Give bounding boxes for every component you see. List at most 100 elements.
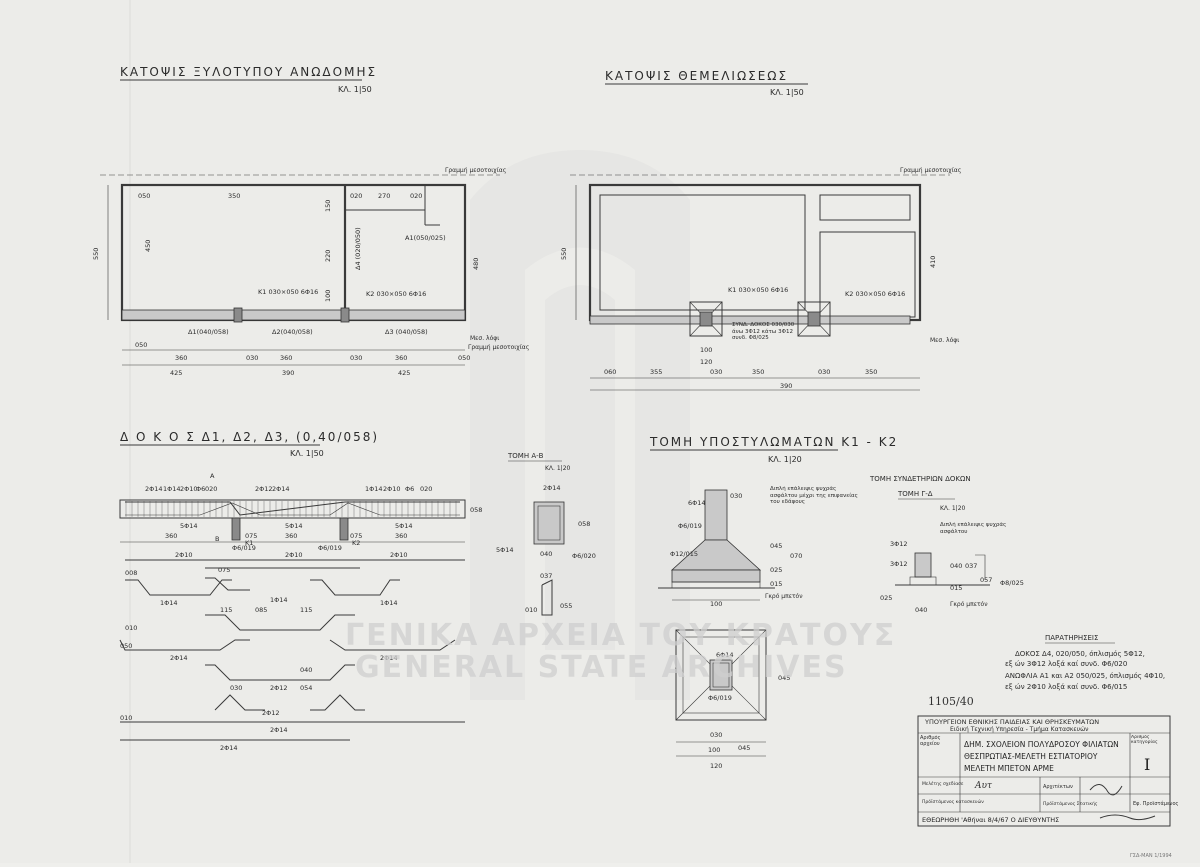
ab-4: Φ6/020 (572, 552, 596, 560)
sched-8: 115 (300, 606, 312, 614)
footing-k2 (797, 301, 831, 337)
sched-dim-2: 010 (125, 624, 137, 632)
roof-plan: ΚΑΤΟΨΙΣ ΞΥΛΟΤΥΠΟΥ ΑΝΩΔΟΜΗΣ ΚΛ. 1|50 Γραμ… (92, 65, 529, 377)
beam-span-0: 360 (165, 532, 177, 540)
found-k1-label: K1 030×050 6Φ16 (728, 286, 788, 294)
sched-12: 2Φ12 (262, 709, 280, 717)
tie-dim-0: 040 (950, 562, 962, 570)
roof-dim-b-6: 050 (458, 354, 470, 362)
col-lean: Γκρό μπετόν (765, 593, 803, 600)
beam-title: Δ Ο Κ Ο Σ Δ1, Δ2, Δ3, (0,40/058) (120, 430, 379, 444)
sched-5: 1Φ14 (380, 599, 398, 607)
tb-project2: ΘΕΣΠΡΩΤΙΑΣ-ΜΕΛΕΤΗ ΕΣΤΙΑΤΟΡΙΟΥ (964, 752, 1098, 761)
beam-a-label: Α (210, 472, 215, 480)
columns-section: ΤΟΜΗ ΥΠΟΣΤΥΛΩΜΑΤΩΝ Κ1 - Κ2 ΚΛ. 1|20 6Φ14… (649, 435, 896, 770)
roof-plan-title: ΚΑΤΟΨΙΣ ΞΥΛΟΤΥΠΟΥ ΑΝΩΔΟΜΗΣ (120, 65, 377, 79)
tie-dim-4: 025 (880, 594, 892, 602)
footing-plan: Φ6/019 6Φ14 030 045 100 120 045 (675, 629, 790, 770)
beam-span-2: 360 (285, 532, 297, 540)
fp-dim-3: 045 (738, 744, 750, 752)
roof-dim-b-3: 360 (280, 354, 292, 362)
section-ab-scale: ΚΛ. 1|20 (545, 465, 571, 472)
beam-elevation: Δ Ο Κ Ο Σ Δ1, Δ2, Δ3, (0,40/058) ΚΛ. 1|5… (119, 430, 482, 752)
tie-dim-3: 015 (950, 584, 962, 592)
beam-stirrup-1: Φ6/019 (318, 544, 342, 552)
col-bar-1: Φ6/019 (678, 522, 702, 530)
beam-outline (119, 499, 466, 519)
signature-scribble (1089, 784, 1123, 796)
found-dim-2: 030 (710, 368, 722, 376)
title-block: ΥΠΟΥΡΓΕΙΟΝ ΕΘΝΙΚΗΣ ΠΑΙΔΕΙΑΣ ΚΑΙ ΘΡΗΣΚΕΥΜ… (917, 715, 1179, 827)
notes: ΠΑΡΑΤΗΡΗΣΕΙΣ ΔΟΚΟΣ Δ4, 020/050, όπλισμός… (928, 634, 1165, 708)
section-ab-body (533, 501, 565, 545)
tb-sign1: Αυτ (974, 781, 993, 791)
tb-sign2: Εφ. Προϊστάμενος (1133, 800, 1179, 807)
tie-lean: Γκρό μπετόν (950, 601, 988, 608)
foundation-party-wall: Γραμμή μεσοτοιχίας (900, 167, 961, 174)
fp-dim-2: 030 (710, 731, 722, 739)
sched-14: 2Φ14 (220, 744, 238, 752)
foundation-plan-title: ΚΑΤΟΨΙΣ ΘΕΜΕΛΙΩΣΕΩΣ (605, 69, 788, 83)
sched-10: 2Φ14 (380, 654, 398, 662)
tie-dim-1: 037 (965, 562, 977, 570)
beam-top-4: 020 (205, 485, 217, 493)
column-stem (704, 489, 728, 541)
beam-d2-label: Δ2(040/058) (272, 328, 313, 336)
beam-stirrup-0: Φ6/019 (232, 544, 256, 552)
col-bar-0: 6Φ14 (688, 499, 706, 507)
col-dim-5: 100 (710, 600, 722, 608)
tie-note-box: Διπλή επάλειψις ψυχράς ασφάλτου (940, 522, 1006, 535)
roof-dim-b-2: 030 (246, 354, 258, 362)
beam-span-3: 075 (350, 532, 362, 540)
sched-6: 115 (220, 606, 232, 614)
beam-d3-label: Δ3 (040/058) (385, 328, 428, 336)
tie-dim-2: 057 (980, 576, 992, 584)
tie-beams-section: ΤΟΜΗ ΣΥΝΔΕΤΗΡΙΩΝ ΔΟΚΩΝ ΤΟΜΗ Γ-Δ ΚΛ. 1|20… (869, 475, 1024, 614)
fp-dim-5: 120 (710, 762, 722, 770)
foundation-410: 410 (929, 256, 937, 268)
roof-inner-0: 450 (144, 240, 152, 252)
col-dim-2: 070 (790, 552, 802, 560)
ab-2: 040 (540, 550, 552, 558)
roof-beam-line (121, 309, 466, 321)
found-right-label: Μεσ. λόφι (930, 337, 959, 344)
ab-1: 5Φ14 (496, 546, 514, 554)
tb-project3: ΜΕΛΕΤΗ ΜΠΕΤΟΝ ΑΡΜΕ (964, 764, 1054, 773)
tie-bar-2: Φ8/025 (1000, 579, 1024, 587)
party-wall-label: Γραμμή μεσοτοιχίας (445, 167, 506, 174)
sched-2: 2Φ10 (390, 551, 408, 559)
col-dim-1: 045 (770, 542, 782, 550)
tb-row-2: Αρχιτέκτων (1043, 783, 1073, 790)
bar-schedule: 2Φ10 2Φ10 2Φ10 1Φ14 1Φ14 1Φ14 115 085 11… (119, 551, 465, 752)
beam-top-5: 2Φ12 (255, 485, 273, 493)
roof-dim-top-3: 270 (378, 192, 390, 200)
columns-scale: ΚΛ. 1|20 (768, 455, 802, 464)
found-total-1: 120 (700, 358, 712, 366)
beam-k1-label: K1 (245, 539, 253, 547)
footing-k1 (689, 301, 723, 337)
archive-logo-watermark (470, 150, 690, 700)
found-total-0: 100 (700, 346, 712, 354)
notes-heading: ΠΑΡΑΤΗΡΗΣΕΙΣ (1045, 634, 1098, 642)
roof-dim-top-1: 350 (228, 192, 240, 200)
tb-row-3: Πρόϊστάμενος Στατικής (1043, 800, 1098, 807)
watermark-english: GENERAL STATE ARCHIVES (355, 650, 848, 685)
beam-b-label: Β (215, 535, 219, 543)
sched-dim-4: 054 (300, 684, 312, 692)
tb-category-box: Αριθμός κατηγορίας (1131, 735, 1158, 745)
sched-dim-3: 040 (300, 666, 312, 674)
roof-dim-top-0: 050 (138, 192, 150, 200)
sched-1: 2Φ10 (285, 551, 303, 559)
roof-dim-top-2: 020 (350, 192, 362, 200)
tb-approval: ΕΘΕΩΡΗΘΗ 'Αθήναι 8/4/67 Ο ΔΙΕΥΘΥΝΤΗΣ (922, 816, 1059, 824)
beam-bottom-0: 5Φ14 (180, 522, 198, 530)
tie-title: ΤΟΜΗ ΣΥΝΔΕΤΗΡΙΩΝ ΔΟΚΩΝ (869, 475, 971, 483)
roof-inner-1: 150 (324, 200, 332, 212)
beam-top-1: 1Φ14 (163, 485, 181, 493)
found-dim-0: 060 (604, 368, 616, 376)
sched-7: 085 (255, 606, 267, 614)
tb-category: I (1144, 755, 1150, 774)
beam-top-3: Φ6 (196, 485, 205, 493)
